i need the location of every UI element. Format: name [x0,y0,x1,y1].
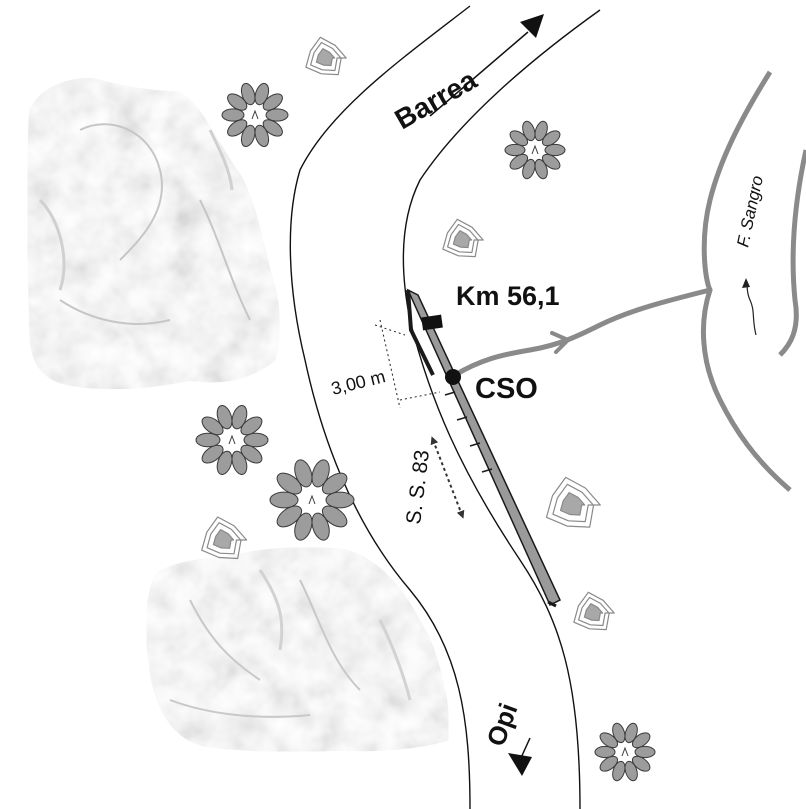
flow-arrow-icon [745,279,757,336]
terrain-area-upper [26,77,280,390]
road-edge-left [289,5,471,809]
drain-channel [406,288,561,608]
outfall-arrow-icon [550,331,570,354]
river-bank-right [778,149,806,357]
label-km: Km 56,1 [456,281,560,311]
km-marker [421,314,443,331]
north-arrow-icon [520,14,544,38]
terrain-area-lower [145,546,450,752]
label-barrea: Barrea [390,64,483,135]
road-bidirectional-arrow [430,436,465,519]
flow-arrow-head [742,278,750,288]
shrub-icon [442,218,484,258]
river-sangro: F. Sangro [701,70,806,492]
shrub-icon [201,516,248,560]
outfall-pipe [452,287,713,378]
shrub-icon [545,476,601,528]
road-direction-arrow-north [429,31,529,117]
tree-icon [195,405,269,475]
shrub-icon [305,36,347,76]
river-label: F. Sangro [733,174,767,249]
south-arrow-icon [508,753,532,776]
cso-point-icon [445,369,461,385]
tree-icon [504,120,566,180]
tree-icon [221,82,289,148]
shrub-icon [573,591,615,631]
tree-icon [269,459,355,541]
label-width: 3,00 m [329,366,387,399]
shrubs [201,36,615,631]
tree-icon [594,722,656,782]
label-road: S. S. 83 [402,449,434,526]
width-dimension [374,319,441,409]
label-cso: CSO [475,373,538,405]
label-opi: Opi [480,699,523,750]
trees [195,82,656,782]
